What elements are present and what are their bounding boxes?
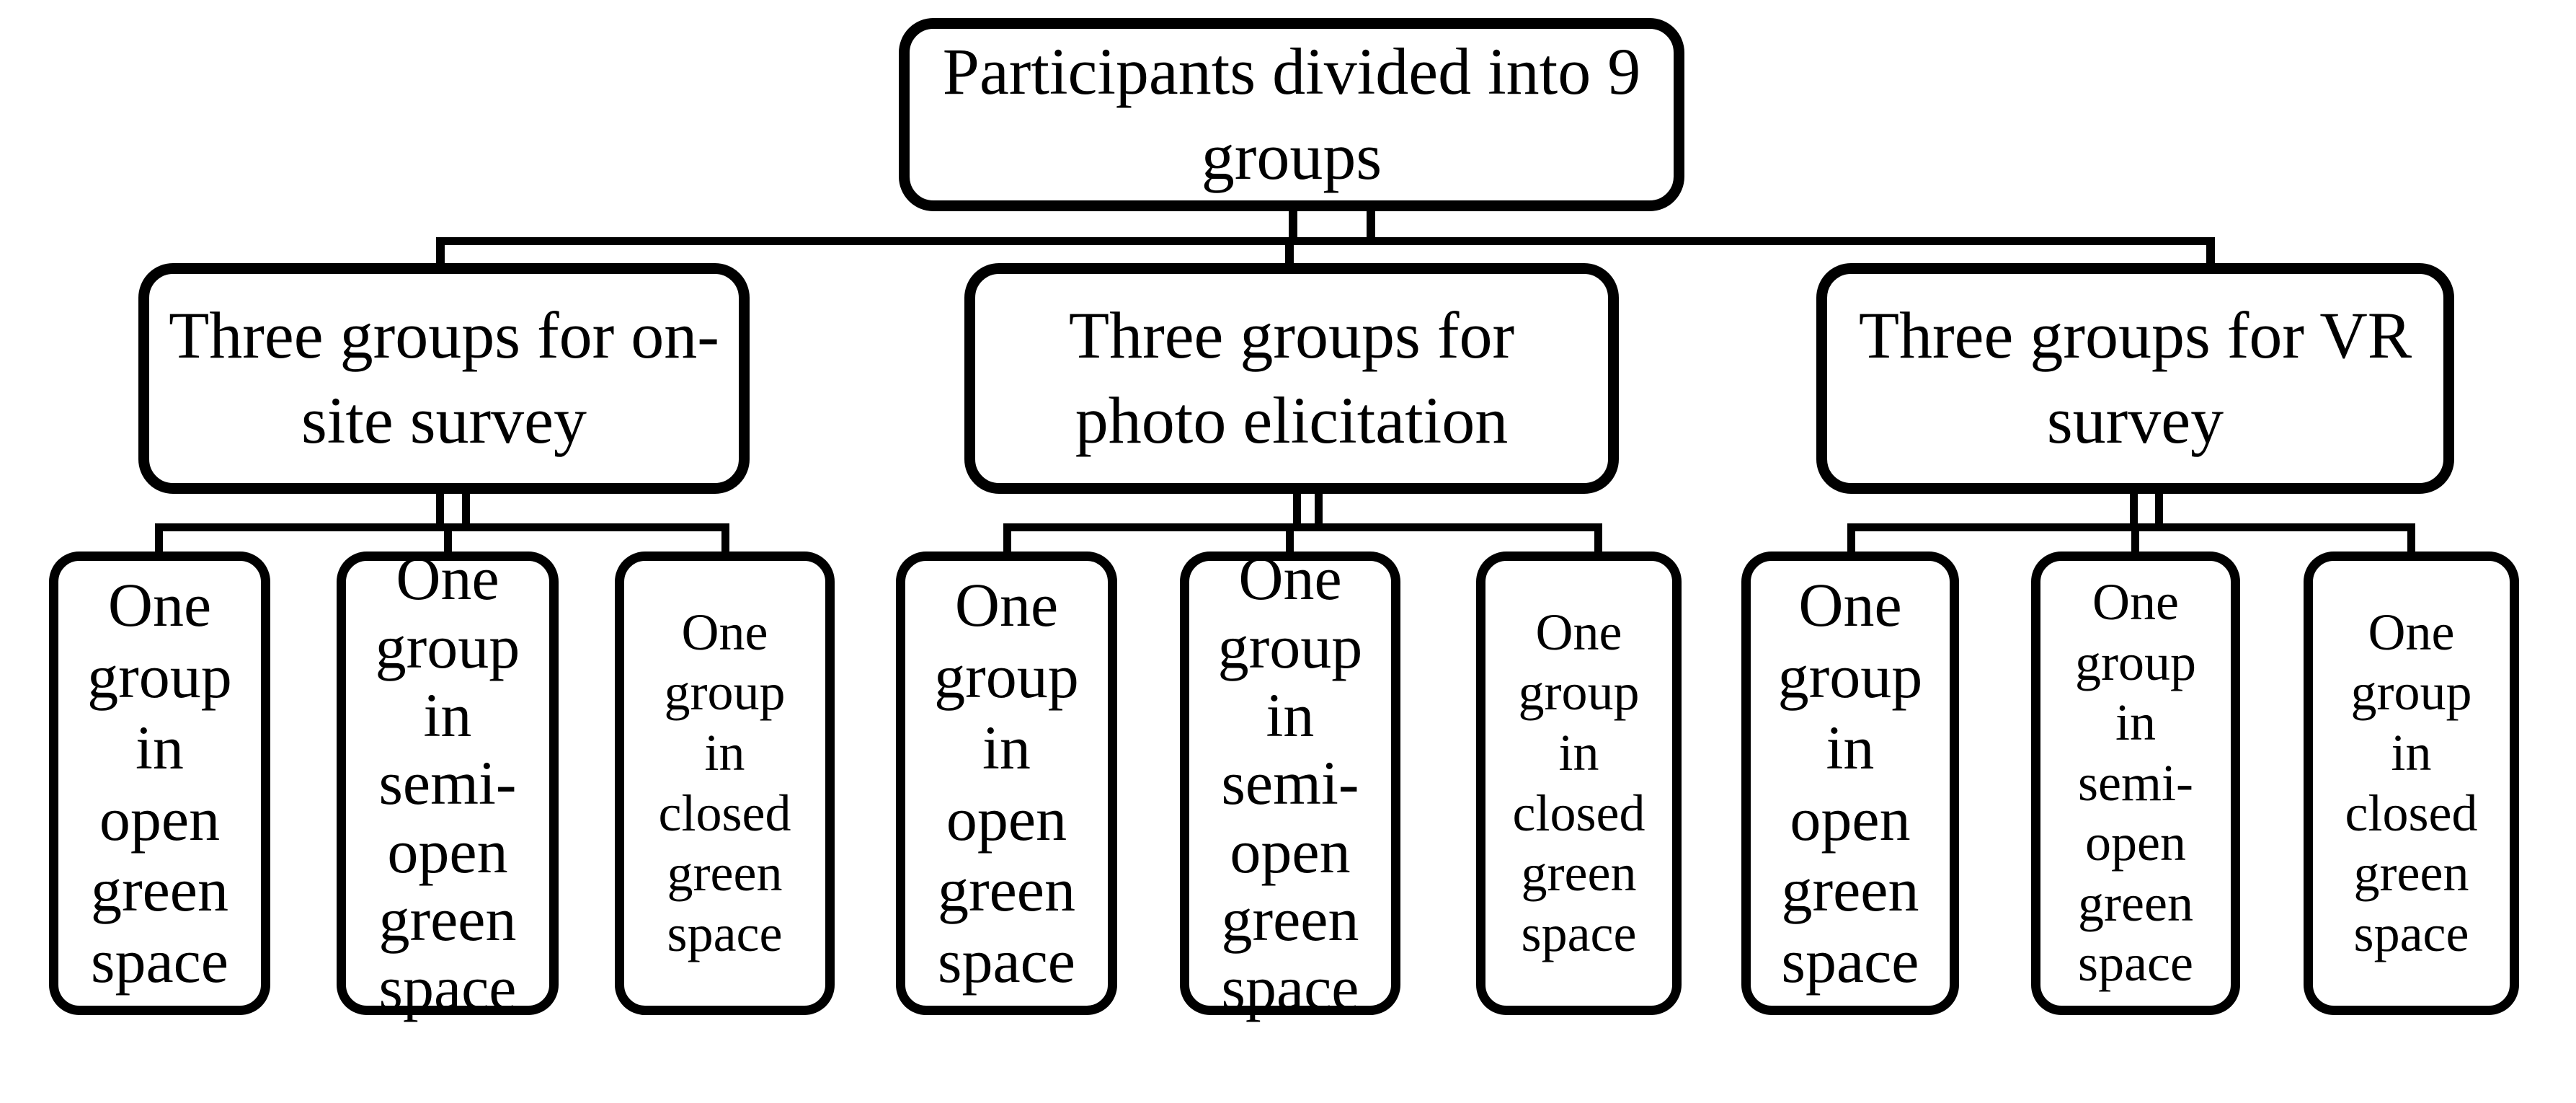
leaf-label: One group in open green space (934, 570, 1079, 996)
leaf-label: One group in closed green space (2345, 603, 2478, 962)
connector-drop-leaf-3-2 (2131, 527, 2139, 554)
leaf-box-vr-semi-open: One group in semi- open green space (2031, 552, 2240, 1015)
connector-drop-leaf-2-1 (1003, 523, 1011, 554)
connector-branch1-stub-left (436, 492, 444, 528)
connector-branch2-bus (1003, 523, 1602, 531)
leaf-label: One group in semi- open green space (375, 544, 520, 1022)
leaf-label: One group in open green space (87, 570, 232, 996)
leaf-label: One group in closed green space (658, 603, 791, 962)
connector-drop-leaf-2-2 (1286, 527, 1294, 554)
connector-drop-leaf-3-1 (1847, 523, 1855, 554)
connector-root-bus (436, 237, 2215, 245)
connector-drop-leaf-1-3 (721, 523, 729, 554)
connector-drop-branch-2 (1285, 241, 1294, 267)
connector-branch2-stub-left (1293, 492, 1301, 528)
branch-box-onsite-survey: Three groups for on- site survey (138, 263, 750, 494)
connector-branch1-bus (155, 523, 729, 531)
connector-drop-leaf-1-2 (444, 527, 452, 554)
connector-root-stub-left (1289, 210, 1297, 242)
leaf-box-onsite-open: One group in open green space (49, 552, 270, 1015)
leaf-label: One group in semi- open green space (2075, 573, 2196, 993)
leaf-box-photo-closed: One group in closed green space (1476, 552, 1682, 1015)
branch-box-vr-survey: Three groups for VR survey (1816, 263, 2454, 494)
connector-drop-leaf-1-1 (155, 523, 163, 554)
root-box: Participants divided into 9 groups (899, 18, 1684, 211)
leaf-box-photo-open: One group in open green space (896, 552, 1117, 1015)
connector-branch3-stub-left (2130, 492, 2138, 528)
leaf-box-onsite-closed: One group in closed green space (615, 552, 835, 1015)
leaf-box-photo-semi-open: One group in semi- open green space (1180, 544, 1400, 1022)
connector-drop-leaf-2-3 (1594, 523, 1602, 554)
leaf-box-onsite-semi-open: One group in semi- open green space (337, 544, 559, 1022)
connector-drop-leaf-3-3 (2407, 523, 2415, 554)
branch-box-photo-elicitation: Three groups for photo elicitation (964, 263, 1619, 494)
branch-label: Three groups for VR survey (1858, 298, 2412, 457)
branch-label: Three groups for photo elicitation (1068, 298, 1515, 457)
branch-label: Three groups for on- site survey (169, 298, 719, 457)
connector-drop-branch-1 (436, 237, 445, 266)
leaf-label: One group in closed green space (1512, 603, 1645, 962)
connector-branch2-stub-right (1315, 492, 1323, 528)
connector-branch1-stub-right (462, 492, 470, 528)
connector-root-stub-right (1367, 210, 1375, 242)
leaf-box-vr-open: One group in open green space (1741, 552, 1959, 1015)
leaf-label: One group in open green space (1777, 570, 1923, 996)
connector-branch3-stub-right (2155, 492, 2163, 528)
leaf-box-vr-closed: One group in closed green space (2304, 552, 2519, 1015)
connector-drop-branch-3 (2206, 237, 2215, 266)
leaf-label: One group in semi- open green space (1217, 544, 1363, 1022)
root-label: Participants divided into 9 groups (942, 35, 1641, 193)
